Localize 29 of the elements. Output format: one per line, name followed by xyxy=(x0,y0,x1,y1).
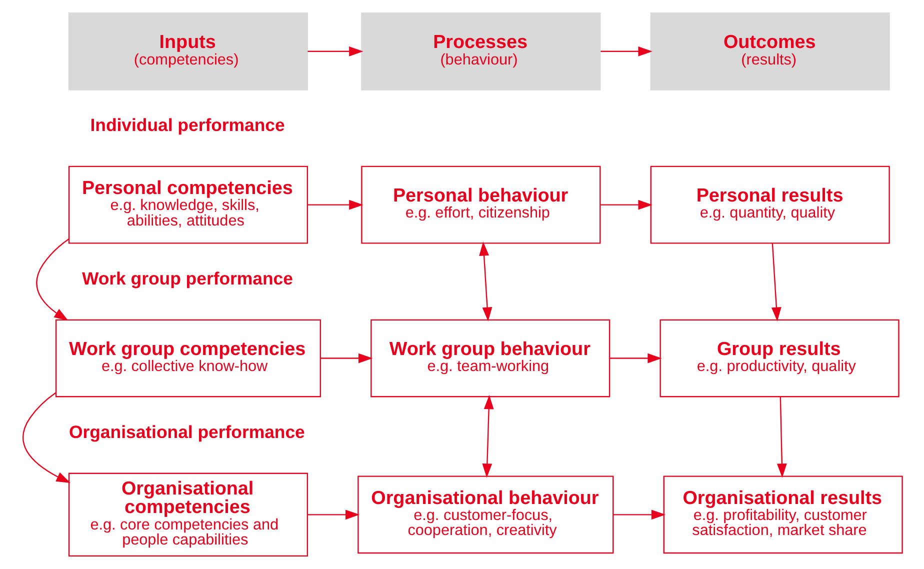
node-box: Inputs (competencies) xyxy=(68,12,308,90)
node-box: Outcomes (results) xyxy=(650,12,890,90)
label: Work group performance xyxy=(81,268,292,288)
node-box: Personal competencies e.g. knowledge, skills, abilities, attitudes xyxy=(68,166,308,244)
arrow xyxy=(610,353,662,364)
label: Organisational performance xyxy=(68,422,304,442)
node-box: Work group competencies e.g. collective know-how xyxy=(54,319,320,398)
node-box: Personal behaviour e.g. effort, citizenship xyxy=(360,166,600,244)
arrow xyxy=(612,510,666,520)
node-box: Personal results e.g. quantity, quality xyxy=(650,166,890,244)
node-box: Processes (behaviour) xyxy=(360,12,600,90)
arrow xyxy=(307,46,363,56)
node-box: Organisational behaviour e.g. customer-focus, cooperation, creativity xyxy=(357,476,614,554)
node-box: Work group behaviour e.g. team-working xyxy=(370,319,610,398)
node-box: Organisational results e.g. profitability, customer satisfaction, market share xyxy=(662,476,902,554)
arrow xyxy=(22,392,70,483)
node-box: Group results e.g. productivity, quality xyxy=(659,319,899,398)
node-box: Organisational competencies e.g. core competencies and people capabilities xyxy=(68,472,308,557)
arrow xyxy=(482,394,494,478)
arrow xyxy=(776,396,786,478)
arrow xyxy=(770,243,781,322)
arrow xyxy=(307,510,360,520)
label: Individual performance xyxy=(90,115,284,136)
arrow xyxy=(600,200,652,210)
arrow xyxy=(307,200,363,210)
arrow xyxy=(36,238,69,321)
arrow xyxy=(478,242,492,322)
arrow xyxy=(600,46,652,56)
arrow xyxy=(320,353,372,364)
